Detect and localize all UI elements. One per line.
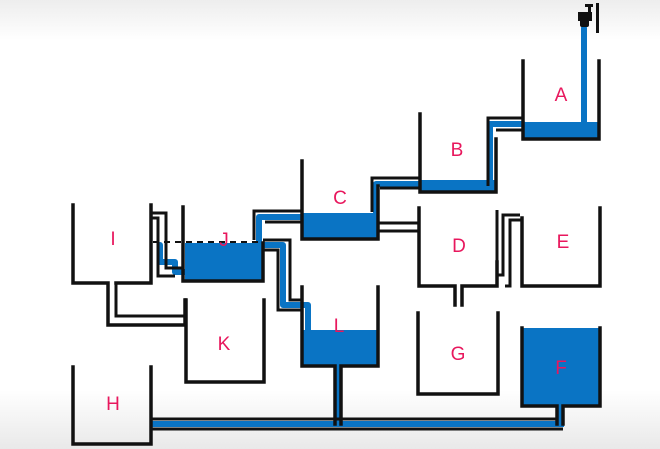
tank-A bbox=[521, 59, 601, 141]
drain-F-water bbox=[557, 406, 563, 424]
label-I: I bbox=[110, 229, 115, 250]
tank-F bbox=[520, 326, 602, 426]
label-G: G bbox=[451, 344, 466, 365]
flow-C-to-J bbox=[256, 214, 305, 248]
label-A: A bbox=[555, 85, 568, 106]
label-L: L bbox=[334, 316, 345, 337]
tank-K bbox=[184, 298, 266, 384]
flow-A-to-B bbox=[467, 121, 526, 187]
pipe-C-D bbox=[378, 221, 419, 233]
label-C: C bbox=[333, 188, 347, 209]
tank-B bbox=[418, 112, 498, 194]
label-J: J bbox=[219, 230, 229, 251]
tank-E bbox=[520, 206, 602, 288]
label-E: E bbox=[557, 232, 570, 253]
pipe-I-K bbox=[114, 283, 185, 318]
label-H: H bbox=[106, 394, 120, 415]
water-fill-C bbox=[302, 213, 378, 239]
tank-G bbox=[416, 311, 500, 396]
label-B: B bbox=[451, 140, 464, 161]
bottom-channel bbox=[151, 417, 563, 431]
bottom-channel-water bbox=[152, 421, 564, 427]
pipe-I-J-siphon bbox=[149, 207, 183, 278]
flow-J-to-L bbox=[262, 242, 311, 335]
water-fill-F bbox=[522, 328, 599, 406]
flow-B-to-C bbox=[373, 181, 423, 219]
tank-J bbox=[181, 205, 265, 283]
pipe-D-E-siphon bbox=[495, 210, 522, 288]
pipe-A-B bbox=[486, 116, 523, 186]
pipe-J-L bbox=[263, 238, 302, 312]
tank-H bbox=[71, 365, 153, 446]
label-F: F bbox=[555, 358, 567, 379]
tap-icon bbox=[578, 3, 599, 33]
tank-L bbox=[300, 285, 380, 426]
pipe-B-C bbox=[370, 176, 420, 212]
drain-L-water bbox=[335, 366, 341, 424]
tank-C bbox=[300, 159, 380, 241]
label-K: K bbox=[218, 334, 231, 355]
flow-I-J-siphon bbox=[157, 242, 188, 275]
water-fill-J bbox=[185, 243, 263, 281]
pipe-C-J bbox=[252, 209, 302, 240]
water-fill-A bbox=[523, 122, 599, 139]
label-D: D bbox=[452, 236, 466, 257]
water-fill-L bbox=[302, 330, 378, 366]
